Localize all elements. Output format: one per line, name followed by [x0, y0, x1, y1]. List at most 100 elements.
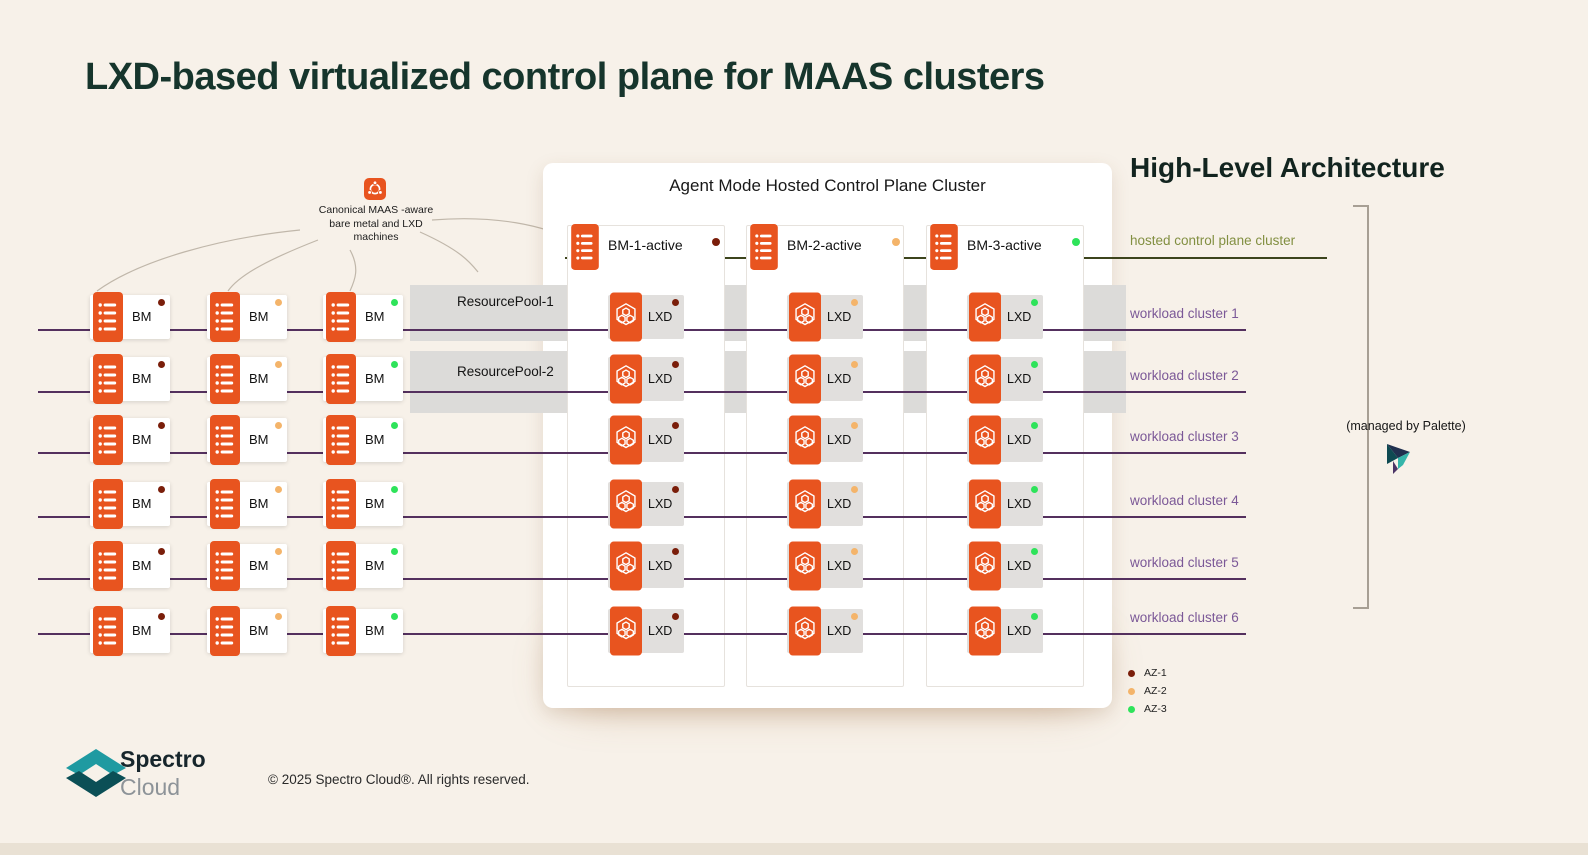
- lxd-icon: [969, 478, 1001, 530]
- az1-indicator-dot: [672, 548, 679, 555]
- az3-indicator-dot: [1031, 613, 1038, 620]
- lxd-icon: [789, 540, 821, 592]
- lxd-label: LXD: [1007, 624, 1032, 638]
- legend-az1-label: AZ-1: [1144, 667, 1167, 679]
- bm-node: BM: [90, 482, 170, 526]
- az3-indicator-dot: [391, 486, 398, 493]
- workload-cluster-5-label: workload cluster 5: [1130, 555, 1239, 570]
- bm-node: BM: [323, 418, 403, 462]
- cp-node-bm1-label: BM-1-active: [608, 237, 683, 253]
- lxd-label: LXD: [1007, 559, 1032, 573]
- lxd-label: LXD: [1007, 310, 1032, 324]
- bm-label: BM: [365, 558, 385, 573]
- bm-label: BM: [132, 558, 152, 573]
- az2-indicator-dot: [851, 299, 858, 306]
- bm-label: BM: [132, 309, 152, 324]
- page-title: LXD-based virtualized control plane for …: [85, 56, 1045, 98]
- maas-icon: [326, 605, 356, 657]
- lxd-vm: LXD: [608, 295, 684, 339]
- bm-label: BM: [132, 432, 152, 447]
- lxd-icon: [610, 291, 642, 343]
- az3-indicator-dot: [1031, 548, 1038, 555]
- lxd-vm: LXD: [787, 357, 863, 401]
- brand-spectro: Spectro: [120, 746, 206, 772]
- lxd-label: LXD: [648, 624, 673, 638]
- lxd-vm: LXD: [608, 418, 684, 462]
- bm-label: BM: [249, 623, 269, 638]
- maas-icon: [570, 224, 600, 270]
- bm-label: BM: [249, 496, 269, 511]
- maas-icon: [326, 478, 356, 530]
- az1-indicator-dot: [672, 613, 679, 620]
- az1-indicator-dot: [672, 299, 679, 306]
- control-plane-cluster-title: Agent Mode Hosted Control Plane Cluster: [669, 176, 986, 195]
- az2-indicator-dot: [275, 299, 282, 306]
- bm-label: BM: [365, 623, 385, 638]
- lxd-icon: [610, 605, 642, 657]
- az2-indicator-dot: [275, 613, 282, 620]
- brand-cloud: Cloud: [120, 773, 181, 800]
- maas-icon: [93, 291, 123, 343]
- lxd-icon: [789, 478, 821, 530]
- bm-label: BM: [249, 371, 269, 386]
- bm-label: BM: [249, 309, 269, 324]
- bm-label: BM: [365, 309, 385, 324]
- lxd-vm: LXD: [967, 357, 1043, 401]
- palette-scope-bracket: [1367, 205, 1369, 609]
- cp-node-bm2-label: BM-2-active: [787, 237, 862, 253]
- palette-scope-bracket-bottom: [1353, 607, 1367, 609]
- az1-indicator-dot: [158, 548, 165, 555]
- lxd-icon: [789, 605, 821, 657]
- bm-node: BM: [90, 418, 170, 462]
- az2-indicator-dot: [851, 486, 858, 493]
- bm-node: BM: [207, 295, 287, 339]
- az1-indicator-dot: [158, 613, 165, 620]
- lxd-icon: [610, 540, 642, 592]
- bm-label: BM: [132, 496, 152, 511]
- bm-node: BM: [207, 609, 287, 653]
- bm-node: BM: [207, 357, 287, 401]
- az1-indicator-dot: [158, 299, 165, 306]
- lxd-label: LXD: [827, 559, 852, 573]
- maas-icon: [210, 540, 240, 592]
- page-bottom-edge: [0, 843, 1588, 855]
- lxd-icon: [969, 414, 1001, 466]
- az3-indicator-dot: [391, 613, 398, 620]
- bm-node: BM: [90, 609, 170, 653]
- lxd-vm: LXD: [787, 544, 863, 588]
- lxd-label: LXD: [648, 559, 673, 573]
- lxd-icon: [969, 353, 1001, 405]
- lxd-vm: LXD: [967, 544, 1043, 588]
- az3-indicator-dot: [1072, 238, 1080, 246]
- bm-node: BM: [90, 544, 170, 588]
- maas-icon: [210, 605, 240, 657]
- lxd-vm: LXD: [787, 295, 863, 339]
- lxd-icon: [610, 414, 642, 466]
- lxd-icon: [969, 540, 1001, 592]
- az1-indicator-dot: [672, 422, 679, 429]
- lxd-label: LXD: [1007, 497, 1032, 511]
- az2-indicator-dot: [1128, 687, 1135, 695]
- maas-icon: [210, 353, 240, 405]
- az3-indicator-dot: [1031, 299, 1038, 306]
- bm-node: BM: [323, 295, 403, 339]
- copyright-text: © 2025 Spectro Cloud®. All rights reserv…: [268, 772, 530, 787]
- maas-icon: [749, 224, 779, 270]
- lxd-vm: LXD: [967, 482, 1043, 526]
- lxd-icon: [969, 291, 1001, 343]
- lxd-label: LXD: [827, 310, 852, 324]
- lxd-vm: LXD: [787, 482, 863, 526]
- legend-item-az2: AZ-2: [1128, 685, 1167, 697]
- az3-indicator-dot: [1031, 361, 1038, 368]
- lxd-vm: LXD: [967, 609, 1043, 653]
- lxd-label: LXD: [648, 433, 673, 447]
- lxd-icon: [789, 414, 821, 466]
- maas-icon: [210, 291, 240, 343]
- az3-indicator-dot: [391, 299, 398, 306]
- canonical-maas-callout: Canonical MAAS -aware bare metal and LXD…: [318, 204, 434, 244]
- lxd-vm: LXD: [608, 482, 684, 526]
- az2-indicator-dot: [851, 548, 858, 555]
- bm-label: BM: [365, 432, 385, 447]
- az3-indicator-dot: [391, 422, 398, 429]
- lxd-label: LXD: [827, 433, 852, 447]
